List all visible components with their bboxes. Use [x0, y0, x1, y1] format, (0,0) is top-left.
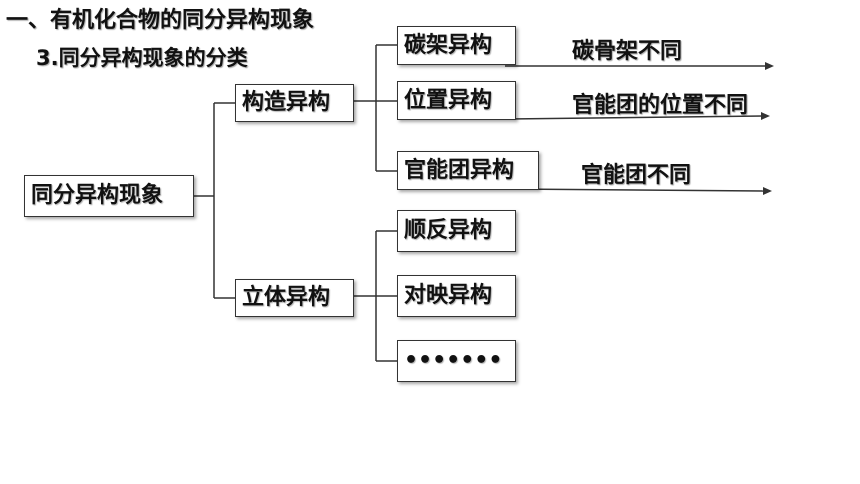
arrowhead-position [761, 112, 770, 120]
section-subtitle: 3.同分异构现象的分类 [36, 46, 248, 70]
position-isomerism-node: 位置异构 [397, 81, 516, 120]
page-title: 一、有机化合物的同分异构现象 [6, 8, 315, 33]
arrowhead-carbon-chain [765, 62, 774, 70]
functional-group-isomerism-node: 官能团异构 [397, 151, 539, 190]
enantiomerism-node: 对映异构 [397, 275, 516, 317]
carbon-chain-description: 碳骨架不同 [572, 39, 683, 64]
arrowhead-functional-group [763, 187, 772, 195]
arrow-position [504, 115, 765, 120]
cis-trans-isomerism-node: 顺反异构 [397, 210, 516, 252]
arrow-functional-group [504, 188, 767, 192]
stereoisomerism-node: 立体异构 [235, 279, 354, 317]
more-node: ••••••• [397, 340, 516, 382]
carbon-chain-isomerism-node: 碳架异构 [397, 26, 516, 65]
position-description: 官能团的位置不同 [572, 93, 749, 118]
functional-group-description: 官能团不同 [581, 163, 692, 188]
root-node: 同分异构现象 [24, 175, 194, 217]
structural-isomerism-node: 构造异构 [235, 84, 354, 122]
